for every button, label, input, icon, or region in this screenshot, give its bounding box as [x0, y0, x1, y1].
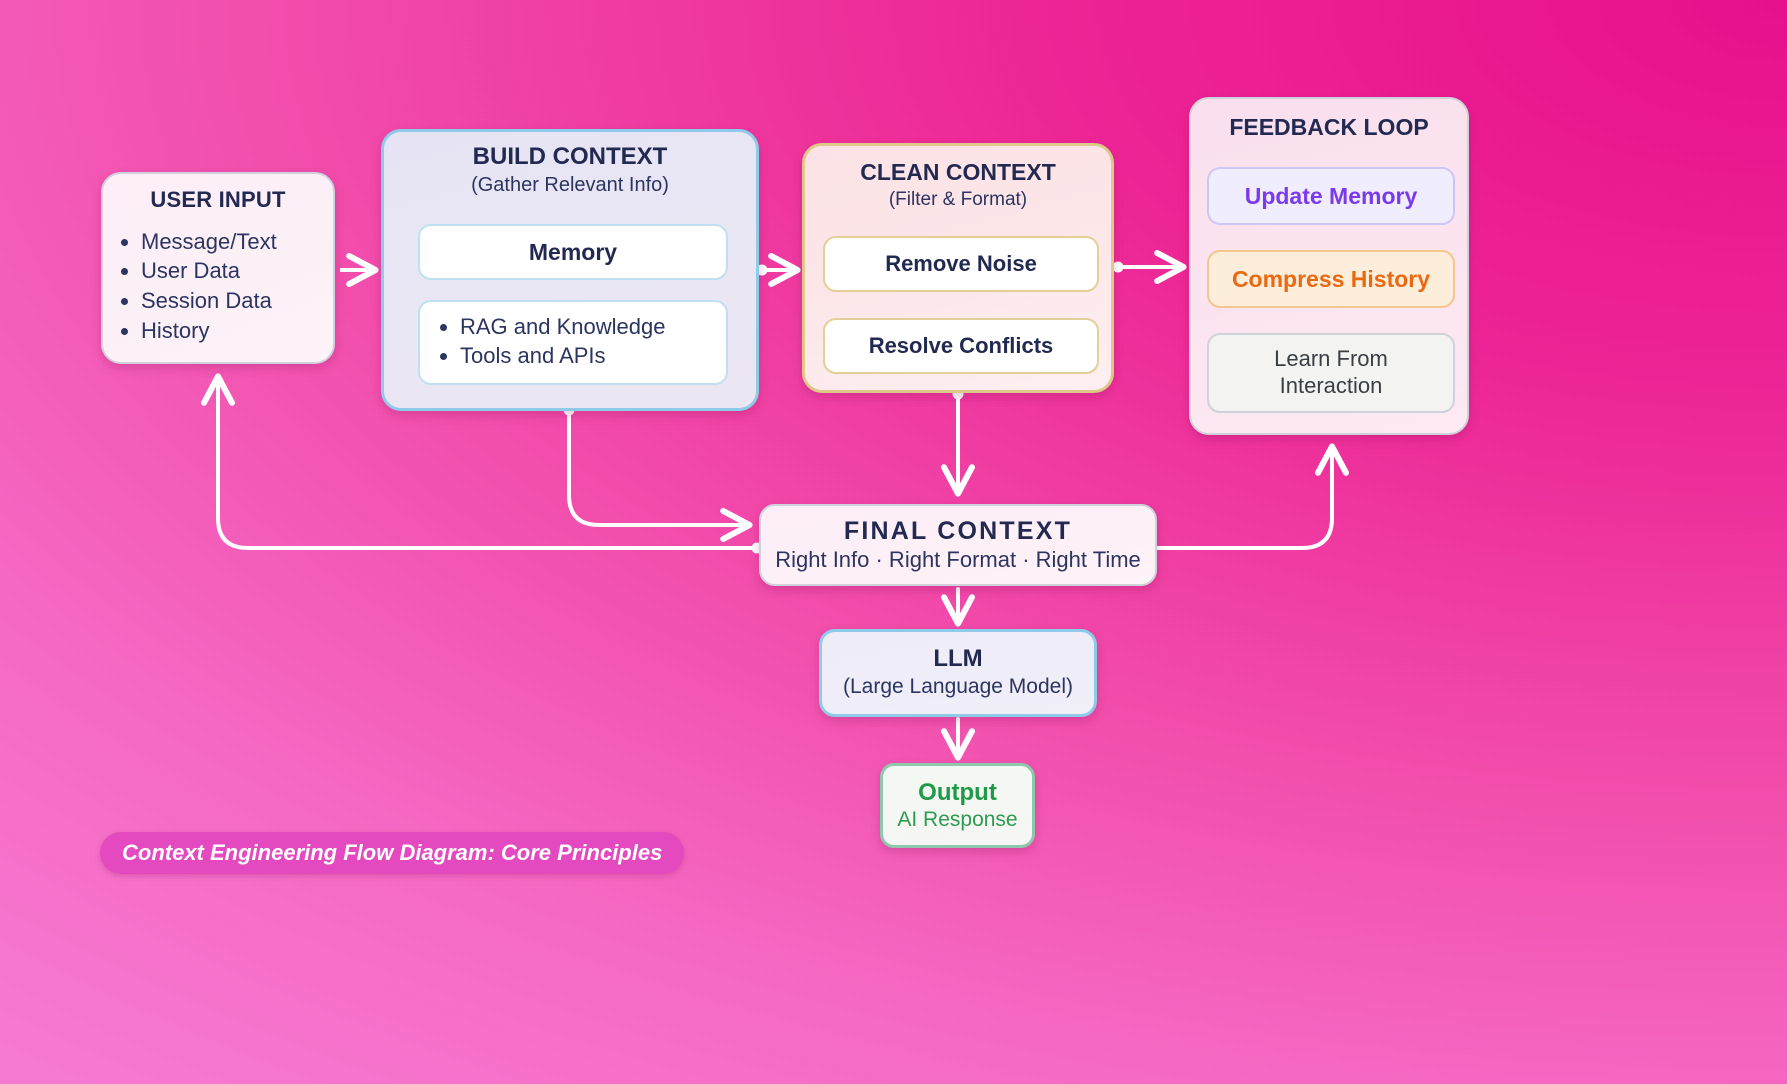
llm-card[interactable]: LLM (Large Language Model): [819, 629, 1097, 717]
clean-context-card[interactable]: CLEAN CONTEXT (Filter & Format) Remove N…: [802, 143, 1114, 393]
final-context-subtitle: Right Info · Right Format · Right Time: [775, 547, 1141, 573]
final-context-card[interactable]: FINAL CONTEXT Right Info · Right Format …: [759, 504, 1157, 586]
llm-title: LLM: [933, 645, 983, 673]
feedback-loop-title: FEEDBACK LOOP: [1229, 114, 1429, 140]
build-context-sources-list: RAG and Knowledge Tools and APIs: [420, 312, 726, 371]
feedback-loop-card[interactable]: FEEDBACK LOOP Update Memory Compress His…: [1189, 97, 1469, 435]
diagram-caption: Context Engineering Flow Diagram: Core P…: [100, 832, 685, 874]
learn-from-interaction-line2: Interaction: [1279, 373, 1383, 398]
list-item: RAG and Knowledge: [460, 312, 726, 341]
clean-context-subtitle: (Filter & Format): [888, 188, 1028, 210]
list-item: Session Data: [141, 286, 333, 316]
list-item: History: [141, 316, 333, 346]
update-memory-chip[interactable]: Update Memory: [1207, 167, 1455, 225]
list-item: Message/Text: [141, 227, 333, 257]
build-context-card[interactable]: BUILD CONTEXT (Gather Relevant Info) Mem…: [381, 129, 759, 411]
resolve-conflicts-chip[interactable]: Resolve Conflicts: [823, 318, 1099, 374]
user-input-title: USER INPUT: [150, 187, 286, 212]
output-card[interactable]: Output AI Response: [880, 763, 1035, 848]
remove-noise-chip[interactable]: Remove Noise: [823, 236, 1099, 292]
build-context-title: BUILD CONTEXT: [472, 143, 668, 170]
learn-from-interaction-line1: Learn From: [1274, 346, 1388, 372]
arrow-build-context-to-final-context: [567, 410, 753, 542]
output-subtitle: AI Response: [897, 808, 1018, 831]
memory-chip[interactable]: Memory: [418, 224, 728, 280]
list-item: User Data: [141, 256, 333, 286]
build-context-sources-chip[interactable]: RAG and Knowledge Tools and APIs: [418, 300, 728, 385]
learn-from-interaction-chip[interactable]: Learn From Interaction: [1207, 333, 1455, 413]
user-input-list: Message/Text User Data Session Data Hist…: [103, 227, 333, 346]
user-input-card[interactable]: USER INPUT Message/Text User Data Sessio…: [101, 172, 335, 364]
final-context-title: FINAL CONTEXT: [843, 517, 1073, 546]
llm-subtitle: (Large Language Model): [843, 675, 1073, 699]
compress-history-chip[interactable]: Compress History: [1207, 250, 1455, 308]
clean-context-title: CLEAN CONTEXT: [860, 159, 1056, 185]
build-context-subtitle: (Gather Relevant Info): [471, 173, 669, 196]
list-item: Tools and APIs: [460, 341, 726, 370]
output-title: Output: [918, 779, 997, 806]
arrow-final-context-to-feedback-loop: [1156, 443, 1349, 550]
